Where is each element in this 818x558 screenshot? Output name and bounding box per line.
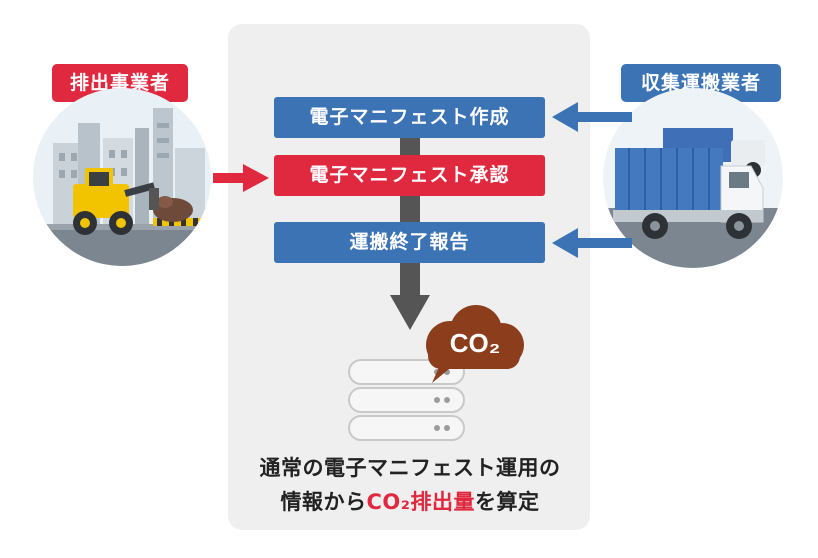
factory-bulldozer-illustration xyxy=(33,88,211,266)
left-to-approve-arrow xyxy=(213,164,269,192)
left-actor-tag: 排出事業者 xyxy=(52,64,188,111)
left-actor-label: 排出事業者 xyxy=(69,72,170,94)
right-to-report-arrow xyxy=(552,228,632,258)
co2-cloud-label: CO₂ xyxy=(449,328,501,358)
caption-co2-highlight: CO₂排出量 xyxy=(366,490,475,514)
caption-line-2: 情報からCO₂排出量を算定 xyxy=(232,486,588,518)
step-approve-manifest: 電子マニフェスト承認 xyxy=(274,155,545,196)
garbage-truck-illustration xyxy=(603,88,783,268)
right-actor-label: 収集運搬業者 xyxy=(640,72,761,94)
caption-line-1: 通常の電子マニフェスト運用の xyxy=(259,456,561,480)
step-transport-report: 運搬終了報告 xyxy=(274,222,545,263)
caption-line-2-prefix: 情報から xyxy=(280,490,367,514)
step-create-manifest: 電子マニフェスト作成 xyxy=(274,97,545,138)
co2-cloud-icon xyxy=(426,305,524,383)
right-to-create-arrow xyxy=(552,102,632,132)
caption-line-2-suffix: を算定 xyxy=(474,490,540,514)
